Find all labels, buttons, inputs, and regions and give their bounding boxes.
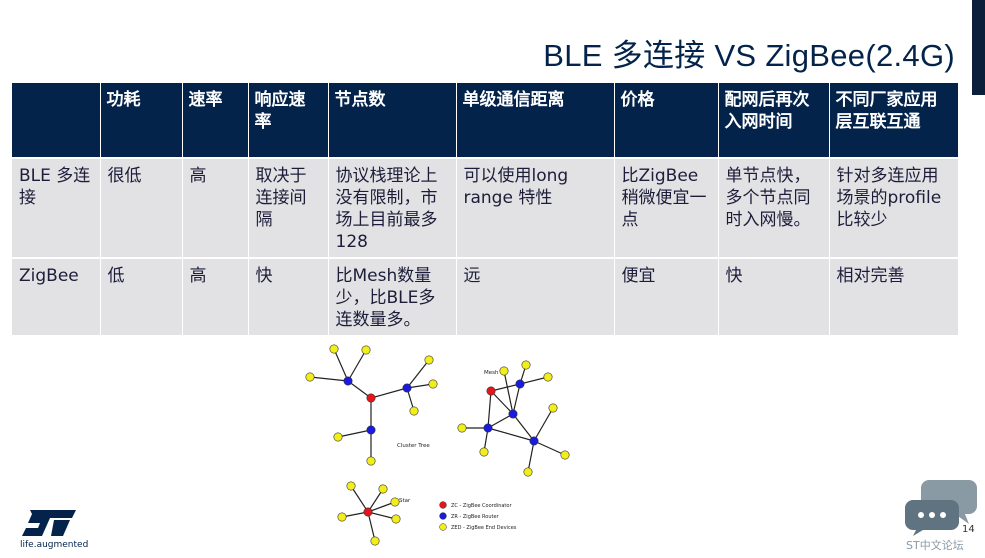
- row-label-ble: BLE 多连接: [12, 157, 101, 258]
- table-row: ZigBee 低 高 快 比Mesh数量少，比BLE多连数量多。 远 便宜 快 …: [12, 257, 959, 335]
- router-node: [366, 425, 376, 435]
- header-cell-empty: [12, 81, 101, 158]
- coordinator-node: [366, 393, 376, 403]
- end-device-node: [329, 344, 339, 354]
- mesh-label: Mesh: [484, 370, 499, 376]
- comparison-table: 功耗 速率 响应速率 节点数 单级通信距离 价格 配网后再次入网时间 不同厂家应…: [12, 81, 959, 335]
- table-cell: 高: [182, 257, 249, 335]
- end-device-node: [390, 497, 400, 507]
- row-label-zigbee: ZigBee: [12, 257, 101, 335]
- cluster-tree-label: Cluster Tree: [397, 443, 430, 449]
- legend-router-label: ZR - ZigBee Router: [451, 514, 500, 520]
- router-node: [529, 436, 539, 446]
- router-node: [343, 376, 353, 386]
- table-header-row: 功耗 速率 响应速率 节点数 单级通信距离 价格 配网后再次入网时间 不同厂家应…: [12, 81, 959, 158]
- end-device-node: [366, 456, 376, 466]
- end-device-node: [424, 355, 434, 365]
- right-accent-bar: [972, 0, 985, 95]
- st-logo: [22, 510, 76, 536]
- table-cell: 很低: [100, 157, 183, 258]
- header-cell-power: 功耗: [100, 81, 183, 158]
- legend-end-device-label: ZED - ZigBee End Devices: [451, 525, 517, 531]
- end-device-node: [346, 481, 356, 491]
- end-device-node: [479, 447, 489, 457]
- end-device-node: [543, 372, 553, 382]
- end-device-node: [523, 467, 533, 477]
- table-cell: 取决于连接间隔: [248, 157, 329, 258]
- table-cell: 可以使用long range 特性: [456, 157, 615, 258]
- legend-coordinator-label: ZC - ZigBee Coordinator: [451, 503, 512, 509]
- table-cell: 单节点快，多个节点同时入网慢。: [718, 157, 830, 258]
- end-device-node: [548, 403, 558, 413]
- table-cell: 高: [182, 157, 249, 258]
- legend-router-swatch: [439, 512, 447, 520]
- end-device-node: [333, 432, 343, 442]
- end-device-node: [378, 484, 388, 494]
- router-node: [515, 379, 525, 389]
- header-cell-range: 单级通信距离: [456, 81, 615, 158]
- diagram-legend: ZC - ZigBee Coordinator ZR - ZigBee Rout…: [439, 501, 517, 531]
- table-cell: 相对完善: [829, 257, 959, 335]
- table-cell: 针对多连应用场景的profile比较少: [829, 157, 959, 258]
- header-cell-nodes: 节点数: [328, 81, 457, 158]
- coordinator-node: [363, 507, 373, 517]
- end-device-node: [457, 423, 467, 433]
- router-node: [508, 409, 518, 419]
- end-device-node: [361, 345, 371, 355]
- end-device-node: [370, 536, 380, 546]
- zigbee-topology-diagram: Mesh Cluster Tree Star ZC - ZigBee Coord…: [285, 337, 575, 558]
- header-cell-rejoin-time: 配网后再次入网时间: [718, 81, 830, 158]
- end-device-node: [428, 379, 438, 389]
- tagline: life.augmented: [20, 540, 89, 550]
- table-cell: 快: [718, 257, 830, 335]
- end-device-node: [409, 406, 419, 416]
- table-cell: 比Mesh数量少，比BLE多连数量多。: [328, 257, 457, 335]
- community-label: ST中文论坛: [906, 539, 964, 552]
- table-cell: 比ZigBee稍微便宜一点: [614, 157, 719, 258]
- router-node: [402, 383, 412, 393]
- end-device-node: [391, 514, 401, 524]
- header-cell-response: 响应速率: [248, 81, 329, 158]
- end-device-node: [499, 366, 509, 376]
- table-cell: 低: [100, 257, 183, 335]
- page-number: 14: [962, 524, 975, 535]
- slide-title: BLE 多连接 VS ZigBee(2.4G): [543, 38, 955, 73]
- table-cell: 便宜: [614, 257, 719, 335]
- coordinator-node: [486, 386, 496, 396]
- star-label: Star: [399, 498, 411, 504]
- legend-end-device-swatch: [439, 523, 447, 531]
- table-cell: 远: [456, 257, 615, 335]
- end-device-node: [560, 450, 570, 460]
- table-cell: 协议栈理论上没有限制，市场上目前最多128: [328, 157, 457, 258]
- table-cell: 快: [248, 257, 329, 335]
- header-cell-interop: 不同厂家应用层互联互通: [829, 81, 959, 158]
- end-device-node: [337, 512, 347, 522]
- end-device-node: [305, 372, 315, 382]
- header-cell-rate: 速率: [182, 81, 249, 158]
- router-node: [483, 423, 493, 433]
- legend-coordinator-swatch: [439, 501, 447, 509]
- header-cell-price: 价格: [614, 81, 719, 158]
- chat-bubbles-icon: [905, 480, 977, 536]
- end-device-node: [521, 360, 531, 370]
- table-row: BLE 多连接 很低 高 取决于连接间隔 协议栈理论上没有限制，市场上目前最多1…: [12, 157, 959, 258]
